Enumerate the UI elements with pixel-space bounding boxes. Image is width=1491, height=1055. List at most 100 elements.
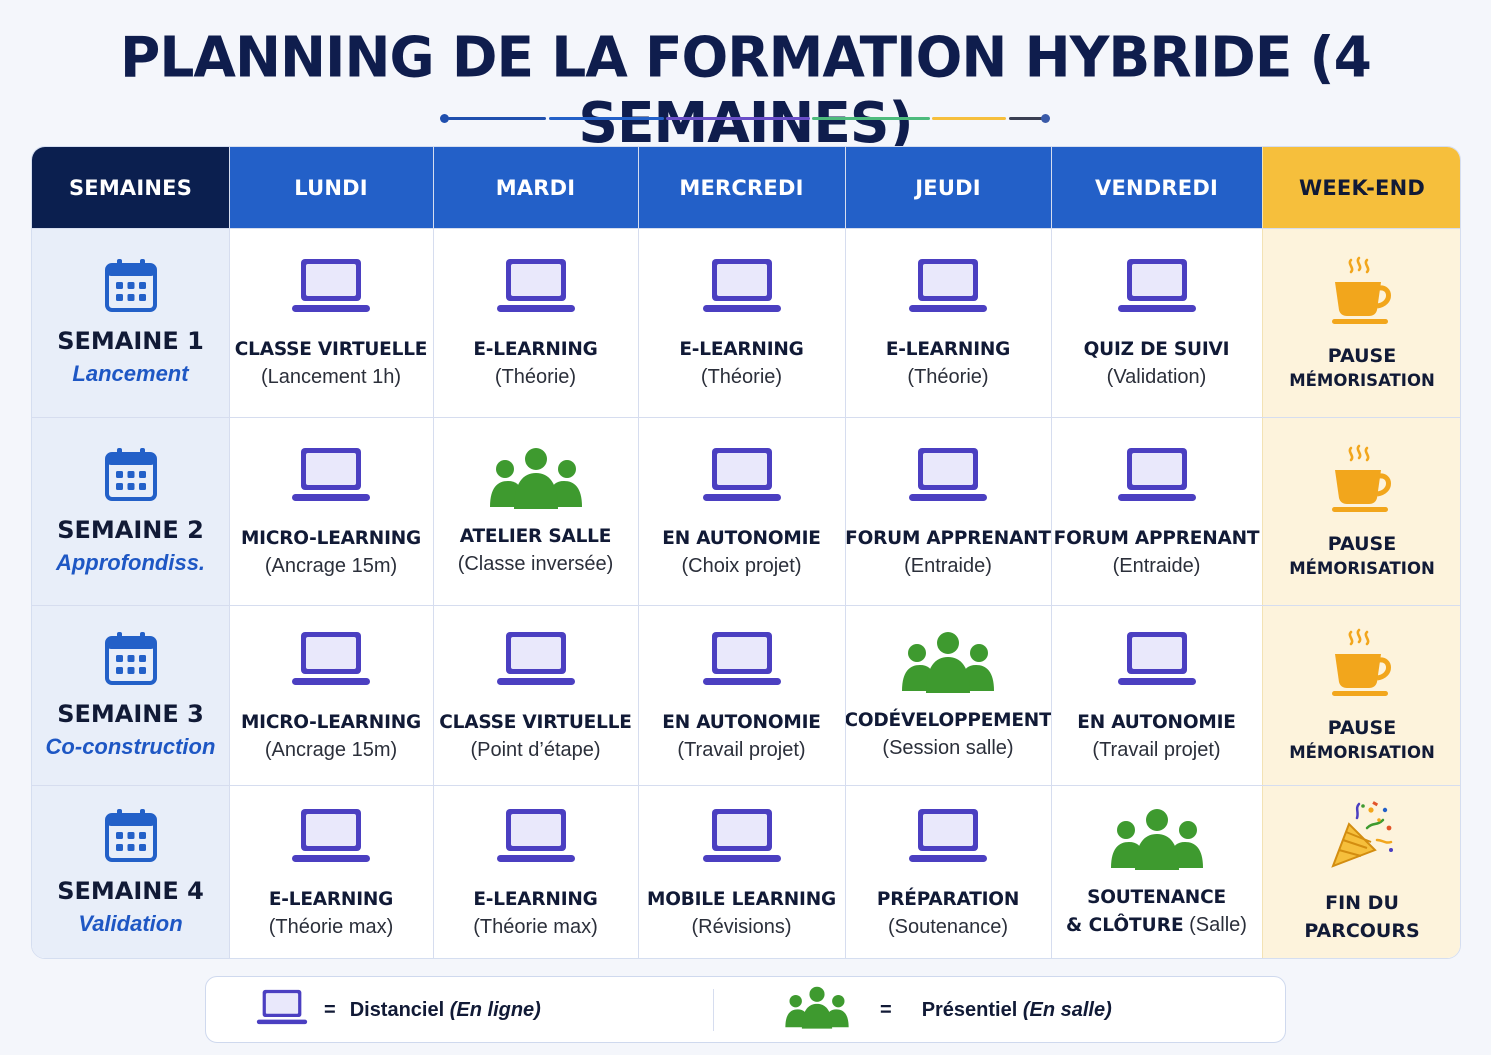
- activity-cell: CLASSE VIRTUELLE (Point d’étape): [433, 605, 638, 785]
- activity-subtitle-text: (Choix projet): [681, 554, 802, 577]
- activity-subtitle-text: (Théorie): [494, 366, 577, 388]
- legend-presentiel: = Présentiel (En salle): [784, 977, 1112, 1044]
- column-divider: [1051, 147, 1052, 958]
- activity-cell: E-LEARNING(Théorie): [845, 228, 1051, 417]
- activity-title: E-LEARNING: [268, 889, 394, 910]
- activity-cell: FORUM APPRENANT (Entraide): [1051, 417, 1262, 605]
- activity-subtitle-text: (Session salle): [882, 736, 1014, 759]
- activity-subtitle-text: (Théorie max): [473, 916, 598, 938]
- activity-title: EN AUTONOMIE: [662, 711, 821, 733]
- laptop-icon: [909, 806, 987, 873]
- activity-subtitle-text: (Théorie): [907, 366, 989, 388]
- activity-subtitle-text: (Théorie max): [268, 916, 394, 938]
- activity-cell: CLASSE VIRTUELLE (Lancement 1h): [229, 228, 433, 417]
- laptop-icon: [496, 806, 575, 873]
- legend-presentiel-label: Présentiel: [921, 999, 1018, 1021]
- activity-cell: E-LEARNING(Théorie): [433, 228, 638, 417]
- header-weekend: WEEK-END: [1262, 147, 1460, 228]
- header-day-2: MARDI: [433, 147, 638, 228]
- weekend-line1: PAUSE: [1327, 344, 1397, 367]
- activity-title: FORUM APPRENANT: [1053, 527, 1260, 549]
- laptop-icon: [496, 629, 575, 696]
- row-divider: [32, 605, 1460, 606]
- activity-subtitle: (Classe inversée): [458, 553, 614, 576]
- row-divider: [32, 228, 1460, 229]
- activity-subtitle: (Théorie): [495, 366, 576, 389]
- activity-subtitle: (Soutenance): [888, 916, 1008, 939]
- activity-subtitle: (Travail projet): [677, 739, 805, 762]
- calendar-icon: [104, 808, 157, 867]
- activity-subtitle: (Ancrage 15m): [265, 555, 397, 578]
- row-divider: [32, 785, 1460, 786]
- activity-title: CODÉVELOPPEMENT: [844, 709, 1052, 731]
- week-subtitle: Lancement: [72, 361, 189, 386]
- activity-subtitle: (Entraide): [1113, 555, 1201, 578]
- legend: = Distanciel (En ligne) = Présentiel (En…: [205, 976, 1286, 1043]
- activity-subtitle: (Théorie max): [269, 916, 393, 939]
- activity-subtitle: (Choix projet): [681, 555, 801, 578]
- group-icon: [489, 447, 582, 516]
- activity-title: CLASSE VIRTUELLE: [439, 711, 632, 733]
- activity-title: MICRO-LEARNING: [240, 711, 422, 733]
- activity-subtitle: & CLÔTURE (Salle): [1066, 914, 1247, 937]
- weekend-line2: MÉMORISATION: [1289, 370, 1435, 390]
- activity-cell: E-LEARNING (Théorie max): [433, 785, 638, 958]
- legend-distanciel-label: Distanciel: [349, 999, 445, 1021]
- weekend-line2: MÉMORISATION: [1289, 743, 1435, 762]
- calendar-icon: [104, 258, 157, 317]
- group-icon: [784, 986, 850, 1035]
- column-divider: [433, 147, 434, 958]
- activity-cell: CODÉVELOPPEMENT (Session salle): [844, 605, 1052, 785]
- activity-subtitle-text: (Soutenance): [887, 916, 1009, 938]
- activity-subtitle-text: (Ancrage 15m): [264, 554, 398, 577]
- activity-subtitle: (Validation): [1107, 366, 1207, 389]
- activity-cell: EN AUTONOMIE (Travail projet): [638, 605, 845, 785]
- weekend-line1: PAUSE: [1327, 533, 1397, 555]
- laptop-icon: [702, 445, 781, 512]
- week-name: SEMAINE 3: [57, 699, 204, 728]
- group-icon: [1110, 808, 1203, 877]
- activity-title: MICRO-LEARNING: [240, 527, 422, 549]
- week-name: SEMAINE 1: [57, 327, 204, 355]
- activity-cell: PRÉPARATION (Soutenance): [845, 785, 1051, 958]
- activity-title: EN AUTONOMIE: [1077, 711, 1236, 733]
- activity-subtitle: (Point d’étape): [470, 739, 600, 762]
- laptop-icon: [702, 629, 781, 696]
- header-day-5: VENDREDI: [1051, 147, 1262, 228]
- activity-cell: QUIZ DE SUIVI(Validation): [1051, 228, 1262, 417]
- laptop-icon: [1117, 445, 1196, 512]
- coffee-cup-icon: [1329, 444, 1395, 519]
- legend-distanciel: = Distanciel (En ligne): [256, 977, 541, 1044]
- activity-subtitle: (Théorie max): [473, 916, 597, 939]
- laptop-icon: [496, 256, 575, 323]
- page-title: PLANNING DE LA FORMATION HYBRIDE (4 SEMA…: [120, 24, 1372, 156]
- activity-title: PRÉPARATION: [876, 889, 1020, 910]
- activity-subtitle: (Lancement 1h): [261, 366, 401, 389]
- activity-subtitle: (Entraide): [904, 555, 992, 578]
- activity-cell: MICRO-LEARNING(Ancrage 15m): [229, 605, 433, 785]
- laptop-icon: [1117, 629, 1196, 696]
- activity-title: E-LEARNING: [679, 339, 804, 360]
- activity-title: FORUM APPRENANT: [845, 527, 1051, 549]
- activity-cell: E-LEARNING(Théorie): [638, 228, 845, 417]
- activity-subtitle-text: (Salle): [1183, 914, 1247, 936]
- week-name: SEMAINE 2: [57, 515, 204, 544]
- activity-title: CLASSE VIRTUELLE: [234, 339, 428, 360]
- activity-subtitle-text: (Point d’étape): [470, 738, 601, 761]
- activity-title: E-LEARNING: [473, 889, 598, 910]
- calendar-icon: [104, 631, 157, 690]
- activity-subtitle-bold: & CLÔTURE: [1066, 915, 1184, 936]
- row-divider: [32, 417, 1460, 418]
- activity-subtitle-text: (Classe inversée): [457, 552, 614, 575]
- laptop-icon: [256, 988, 308, 1033]
- activity-cell: FORUM APPRENANT (Entraide): [845, 417, 1051, 605]
- activity-title: ATELIER SALLE: [459, 525, 612, 547]
- activity-title: MOBILE LEARNING: [646, 889, 836, 910]
